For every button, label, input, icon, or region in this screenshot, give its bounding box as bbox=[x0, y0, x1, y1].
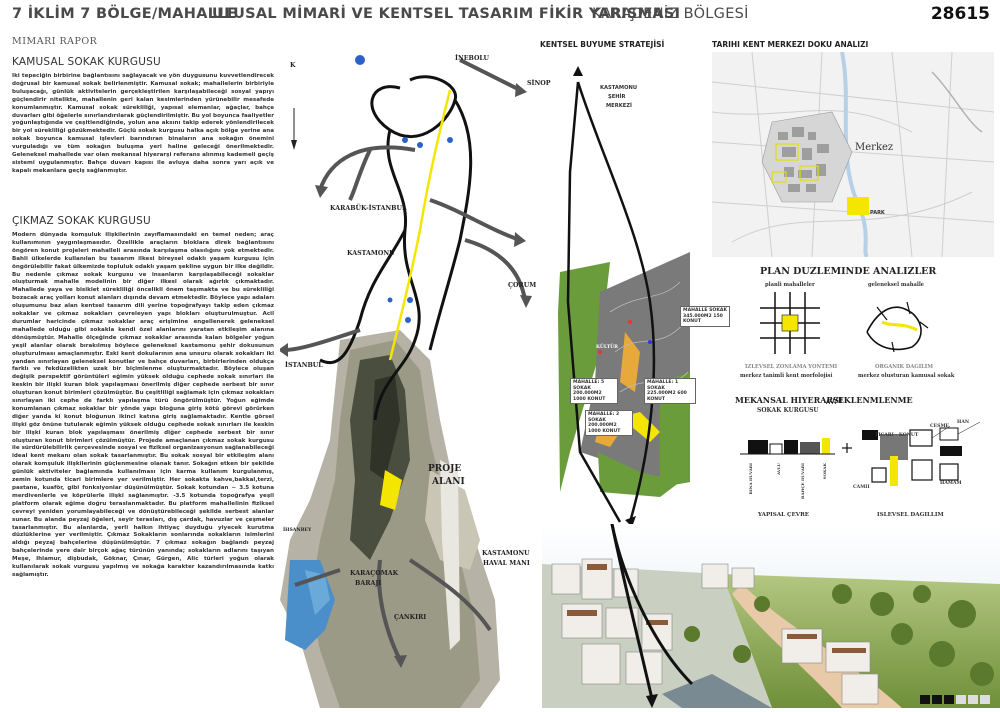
functional-zoning-label: IZLEVSEL ZONLAMA YONTEMI bbox=[745, 364, 838, 370]
map-label-karacomak: KARAÇOMAK bbox=[350, 570, 399, 577]
functional-distribution-label: ISLEVSEL DAGILLIM bbox=[877, 512, 944, 518]
label-sokak: SOKAK bbox=[822, 463, 827, 480]
north-label: K bbox=[290, 62, 296, 69]
organic-diagram bbox=[862, 292, 932, 354]
city-center-label-3: MERKEZİ bbox=[606, 103, 632, 109]
traditional-neighbourhood-label: geleneksel mahalle bbox=[868, 282, 925, 288]
center-forming-street-label: merkez olusturan kamusal sokak bbox=[858, 373, 955, 379]
pager-dot-3[interactable] bbox=[944, 695, 954, 704]
map-label-karabuk: KARABÜK-İSTANBUL bbox=[330, 205, 407, 212]
neighbourhood-box-2: MAHALLE: 2 SOKAK 200.000M2 1000 KONUT bbox=[585, 410, 633, 437]
label-camii: CAMII bbox=[853, 485, 870, 490]
map-label-airport-1: KASTAMONU bbox=[482, 550, 530, 557]
spatial-hierarchy-slashes: ////EKLENMLENME bbox=[826, 395, 913, 405]
map-label-istanbul: İSTANBUL bbox=[285, 362, 323, 369]
spatial-hierarchy-graphic bbox=[740, 421, 981, 486]
city-center-label-1: KASTAMONU bbox=[600, 85, 638, 91]
neighbourhood-box-1: MAHALLE: 1 SOKAK 225.000M2 600 KONUT bbox=[644, 378, 696, 405]
label-cesme: CESME bbox=[930, 424, 950, 429]
structural-environment-label: YAPISAL ÇEVRE bbox=[758, 512, 810, 518]
organic-distribution-label: ORGANIK DAGILIM bbox=[875, 364, 933, 370]
label-bahce-duvari: BAHÇE DUVARI bbox=[800, 463, 805, 499]
pager-dot-2[interactable] bbox=[932, 695, 942, 704]
entry-number: 28615 bbox=[930, 4, 990, 24]
label-avlu: AVLU bbox=[776, 463, 781, 475]
neighbourhood-box-main: MAHALLE SOKAK 345.000M2 150 KONUT bbox=[680, 306, 730, 327]
historic-merkez-label: Merkez bbox=[855, 142, 894, 153]
section-public-street-paragraph: Iki tepeciğin birbirine bağlantısını sağ… bbox=[12, 73, 274, 174]
historic-center-map bbox=[712, 52, 994, 257]
map-label-alani: ALANI bbox=[432, 477, 465, 487]
street-fiction-subtitle: SOKAK KURGUSU bbox=[757, 407, 819, 414]
map-label-airport-2: HAVAL MANI bbox=[483, 560, 530, 567]
section-public-street-body: Iki tepeciğin birbirine bağlantısını sağ… bbox=[12, 73, 274, 176]
pager-dot-5[interactable] bbox=[968, 695, 978, 704]
historic-map-graphic bbox=[712, 52, 994, 257]
spatial-hierarchy-title: MEKANSAL HIYERARSI bbox=[735, 395, 843, 405]
pager bbox=[920, 695, 990, 704]
pager-dot-6[interactable] bbox=[980, 695, 990, 704]
perspective-render-graphic bbox=[542, 524, 1000, 708]
growth-strategy-graphic bbox=[558, 66, 690, 527]
map-label-corum: ÇORUM bbox=[508, 282, 537, 289]
map-label-kastamonu: KASTAMONU bbox=[347, 250, 395, 257]
growth-strategy-diagram bbox=[540, 52, 705, 527]
label-bina-duvari: BINA DUVARI bbox=[748, 463, 753, 495]
perspective-render bbox=[542, 524, 1000, 708]
historic-title: TARIHI KENT MERKEZI DOKU ANALIZI bbox=[712, 40, 869, 49]
organic-graphic bbox=[866, 301, 929, 353]
planned-grid-graphic bbox=[760, 292, 820, 354]
map-label-ihsanbey: İHSANBEY bbox=[283, 528, 312, 533]
section-cul-de-sac-paragraph: Modern dünyada komşuluk ilişkilerinin za… bbox=[12, 232, 274, 578]
pager-dot-4[interactable] bbox=[956, 695, 966, 704]
plan-analysis-title: PLAN DUZLEMINDE ANALIZLER bbox=[760, 266, 937, 277]
section-public-street-title: KAMUSAL SOKAK KURGUSU bbox=[12, 56, 161, 68]
section-cul-de-sac-body: Modern dünyada komşuluk ilişkilerinin za… bbox=[12, 232, 274, 580]
map-label-cankiri: ÇANKIRI bbox=[394, 614, 427, 621]
map-label-sinop: SİNOP bbox=[527, 80, 551, 87]
neighbourhood-box-5: MAHALLE: 5 SOKAK 200.000M2 1000 KONUT bbox=[570, 378, 618, 405]
spatial-hierarchy-diagram bbox=[740, 420, 995, 512]
map-label-proje: PROJE bbox=[428, 464, 462, 474]
map-label-baraji: BARAJI bbox=[355, 580, 382, 587]
pager-dot-1[interactable] bbox=[920, 695, 930, 704]
planned-neighbourhood-label: planli mahalleler bbox=[765, 282, 815, 288]
section-cul-de-sac-title: ÇIKMAZ SOKAK KURGUSU bbox=[12, 215, 151, 227]
city-center-label-2: ŞEHİR bbox=[608, 94, 626, 100]
competition-title-left: 7 İKLİM 7 BÖLGE/MAHALLE bbox=[12, 6, 238, 22]
strategy-title: KENTSEL BUYUME STRATEJİSİ bbox=[540, 40, 665, 49]
region-title: KARADENİZ BÖLGESİ bbox=[592, 6, 749, 22]
label-ticari-konut: TICARI - KONUT bbox=[875, 433, 919, 438]
planned-grid-diagram bbox=[760, 292, 820, 354]
competition-title-center: ULUSAL MİMARİ VE KENTSEL TASARIM FİKİR Y… bbox=[212, 6, 681, 22]
regional-map bbox=[278, 40, 540, 708]
culture-tag: KÜLTÜR bbox=[596, 345, 618, 350]
regional-map-graphic bbox=[278, 55, 532, 708]
label-hamam: HAMAM bbox=[940, 481, 962, 486]
center-defined-morphology-label: merkez tanimli kent morfolojisi bbox=[740, 373, 833, 379]
report-subtitle: MIMARI RAPOR bbox=[12, 36, 98, 47]
historic-park-label: PARK bbox=[870, 210, 885, 216]
map-label-inebolu: İNEBOLU bbox=[455, 55, 489, 62]
label-han: HAN bbox=[957, 420, 970, 425]
